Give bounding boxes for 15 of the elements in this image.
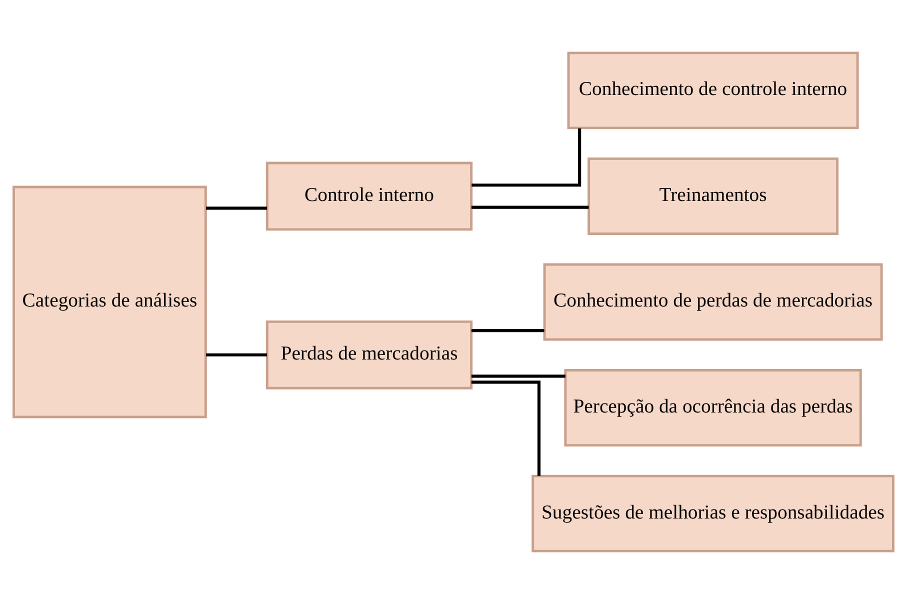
connector [471, 380, 541, 476]
connector [471, 206, 589, 209]
node-box: Perdas de mercadorias [266, 320, 473, 390]
node-box: Categorias de análises [12, 186, 207, 418]
connector [471, 374, 566, 378]
connector [472, 128, 582, 187]
node-box: Treinamentos [588, 157, 838, 235]
node-box: Conhecimento de controle interno [567, 52, 859, 130]
connector [471, 329, 544, 332]
node-box: Percepção da ocorrência das perdas [564, 369, 862, 447]
node-box: Sugestões de melhorias e responsabilidades [532, 474, 894, 552]
node-box: Controle interno [266, 162, 473, 231]
connector [206, 353, 268, 356]
node-box: Conhecimento de perdas de mercadorias [543, 263, 883, 341]
connector [206, 206, 268, 210]
